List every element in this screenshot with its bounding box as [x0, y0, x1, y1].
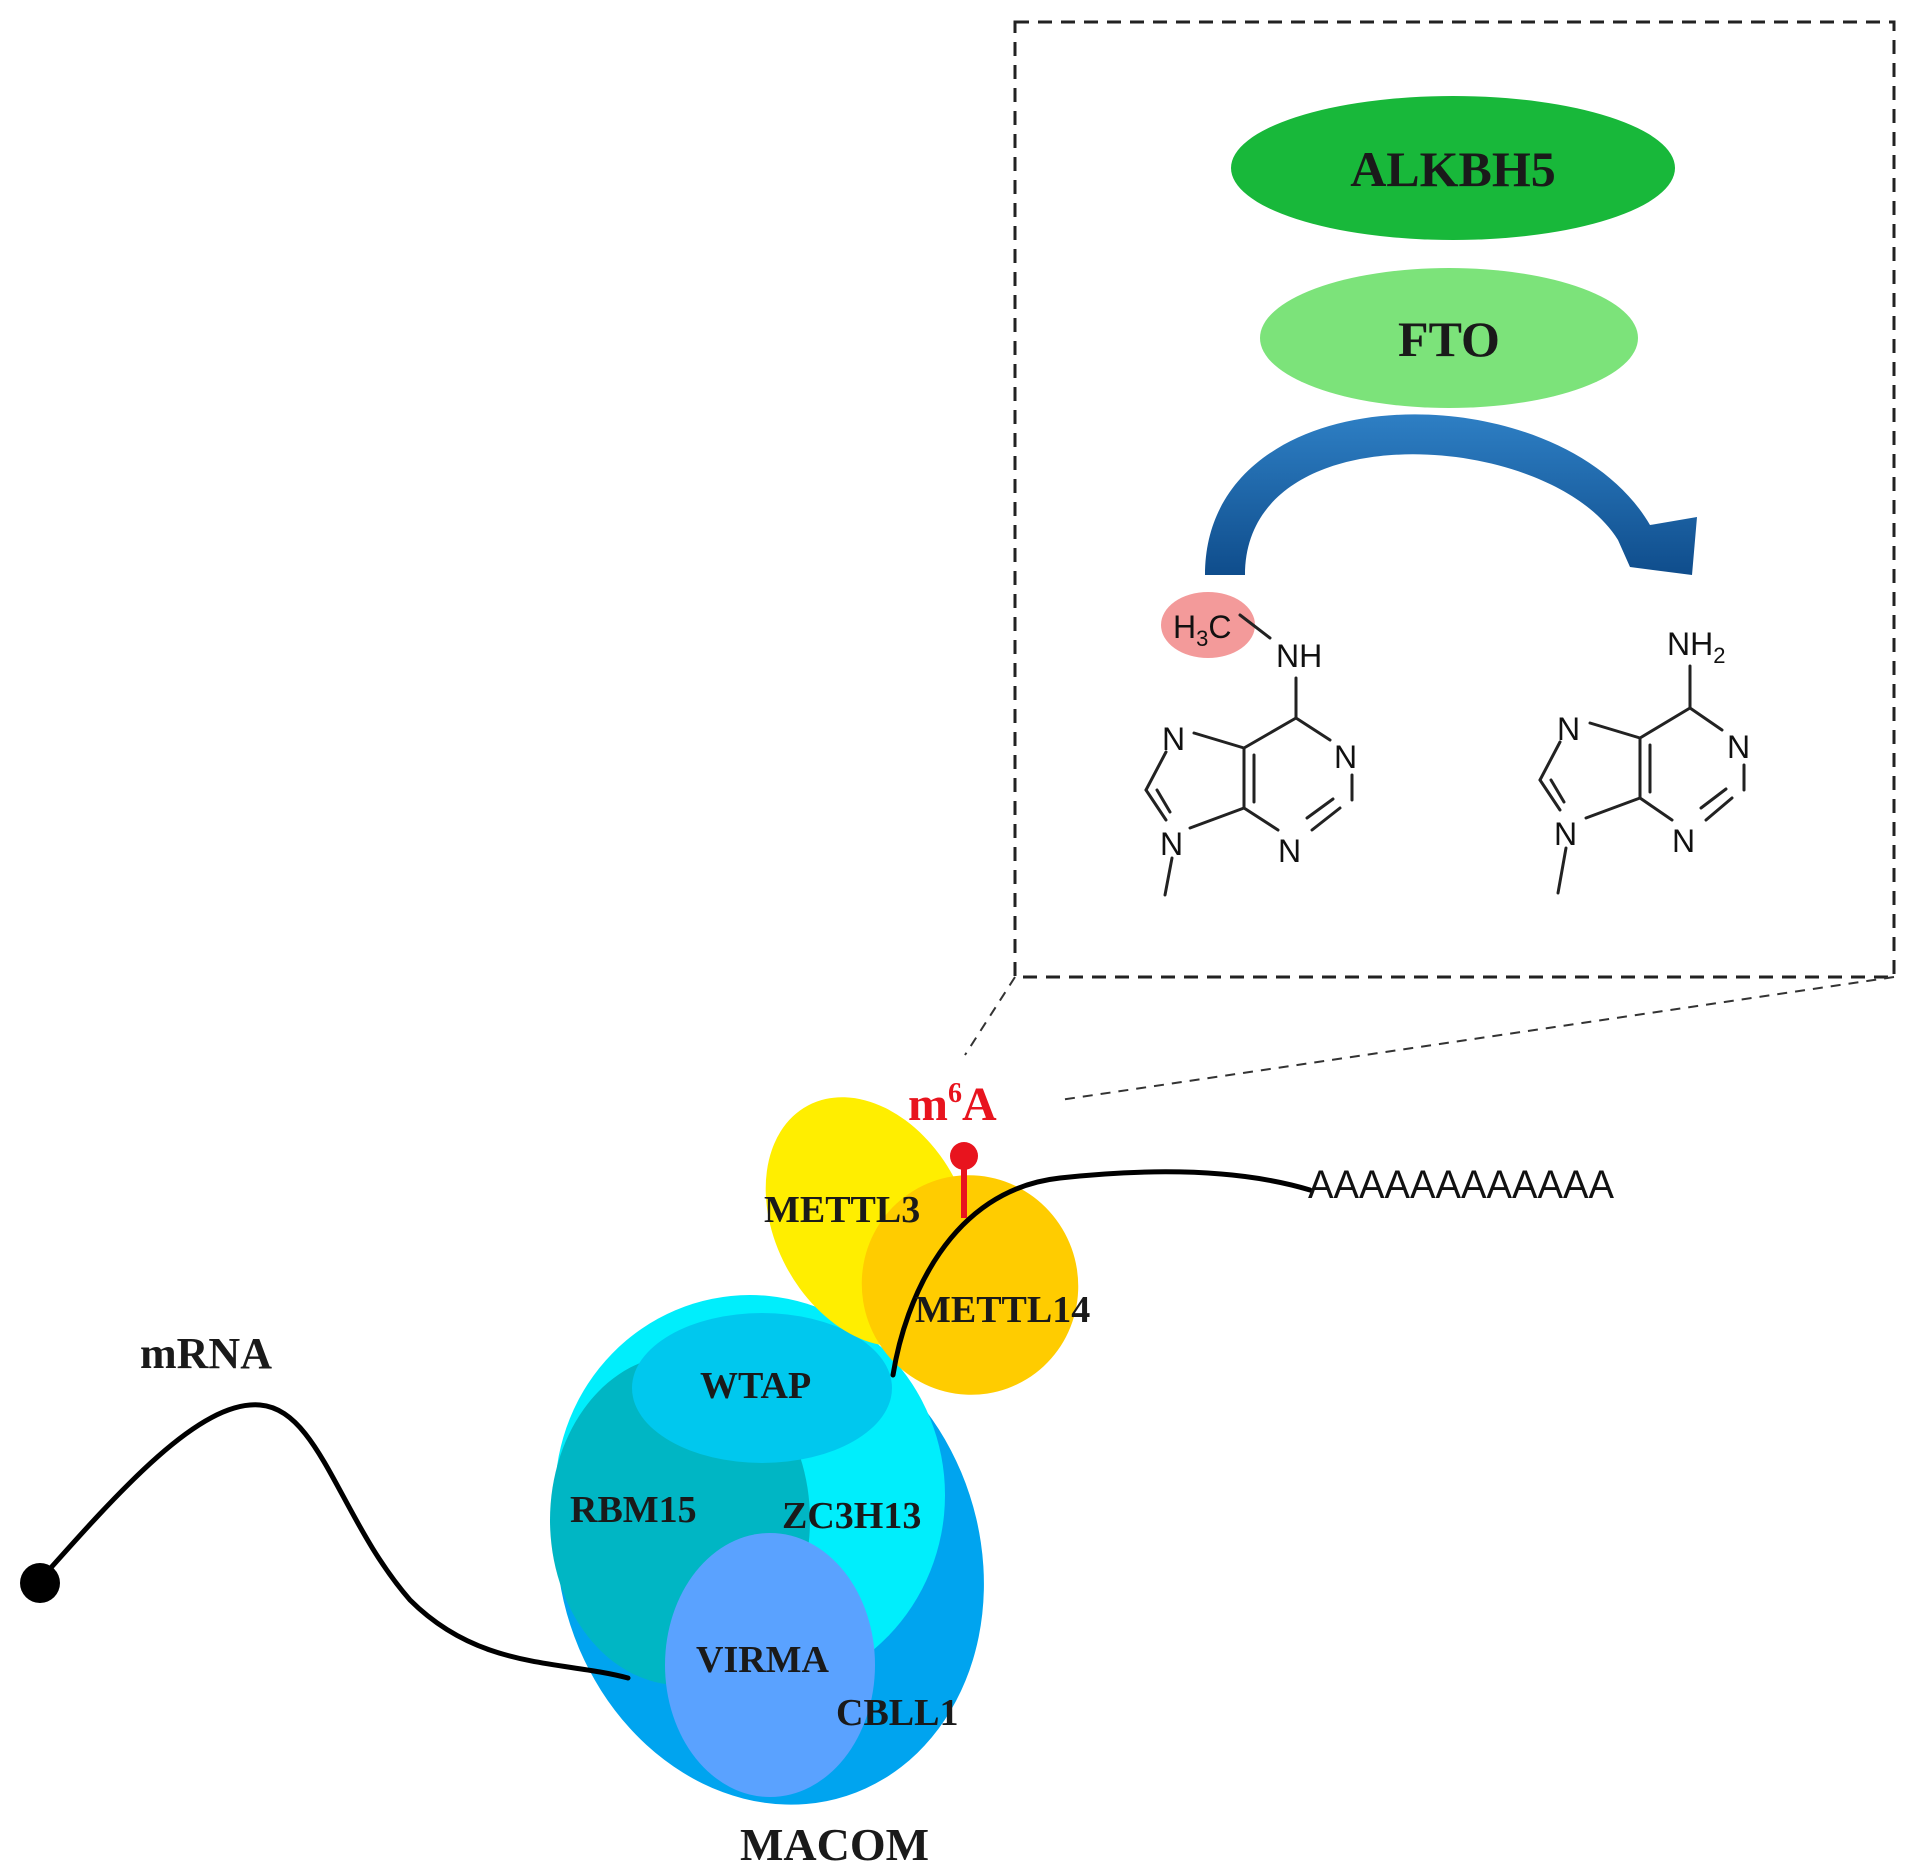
mettl14-ellipse [861, 1175, 1079, 1395]
wtap-ellipse [632, 1313, 892, 1463]
cbll1-label: CBLL1 [836, 1692, 958, 1734]
five-prime-cap [20, 1563, 60, 1603]
virma-label: VIRMA [696, 1639, 830, 1681]
m6a-dot [950, 1142, 978, 1170]
fto-node: FTO [1260, 268, 1638, 408]
n-label: N [1160, 826, 1183, 862]
poly-a-tail: AAAAAAAAAAAA [1308, 1163, 1614, 1207]
mettl3-label: METTL3 [764, 1189, 920, 1231]
n-label: N [1557, 711, 1580, 747]
fto-label: FTO [1398, 311, 1500, 367]
inset-box [1013, 20, 1896, 979]
m6a-label: m6A [908, 1078, 997, 1131]
rbm15-label: RBM15 [570, 1489, 697, 1531]
callout-line-right [1059, 976, 1895, 1101]
methyl-highlight [1161, 592, 1255, 658]
nh2-label: NH2 [1667, 626, 1725, 668]
callout-line-left [964, 976, 1016, 1056]
zc3h13-label: ZC3H13 [782, 1495, 921, 1537]
alkbh5-ellipse [1231, 96, 1675, 240]
nh-label: NH [1276, 638, 1322, 674]
n-label: N [1727, 729, 1750, 765]
m6a-molecule: H3C NH N N N N [1144, 592, 1357, 897]
mrna-strand-upper [890, 1169, 1313, 1378]
virma-ellipse [665, 1533, 875, 1797]
m6a-mark: m6A [908, 1078, 997, 1218]
wtap-label: WTAP [700, 1365, 811, 1407]
adenosine-molecule: NH2 N N N N [1538, 626, 1750, 895]
n-label: N [1278, 833, 1301, 869]
demethylation-arrow [1205, 414, 1697, 575]
macom-label: MACOM [740, 1819, 929, 1870]
methyl-group-label: H3C [1173, 609, 1231, 651]
alkbh5-label: ALKBH5 [1350, 141, 1556, 197]
alkbh5-node: ALKBH5 [1231, 96, 1675, 240]
macom-complex [550, 1295, 984, 1805]
n-label: N [1554, 816, 1577, 852]
n-label: N [1672, 823, 1695, 859]
mrna-label: mRNA [140, 1329, 272, 1378]
n-label: N [1162, 721, 1185, 757]
mettl14-label: METTL14 [915, 1289, 1090, 1331]
mrna-strand [37, 1402, 631, 1681]
n-label: N [1334, 739, 1357, 775]
fto-ellipse [1260, 268, 1638, 408]
